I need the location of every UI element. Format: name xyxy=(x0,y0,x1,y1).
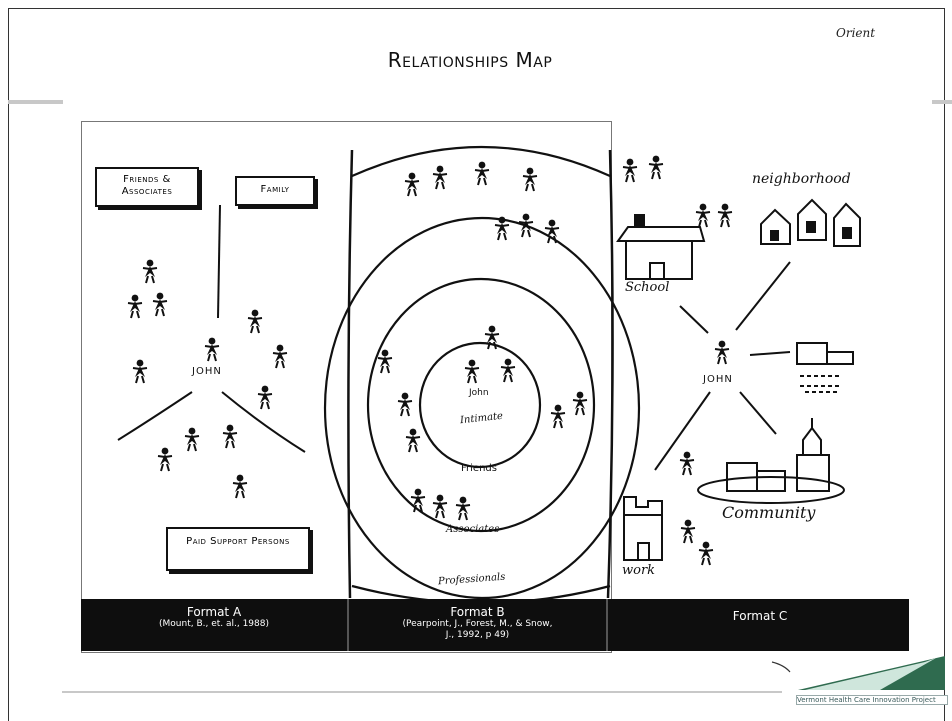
caption-divider-bc xyxy=(606,599,608,651)
format-a-citation: (Mount, B., et. al., 1988) xyxy=(159,619,269,629)
format-c-caption: Format C xyxy=(611,599,909,651)
label-work: work xyxy=(622,563,656,578)
family-label: Family xyxy=(260,184,290,195)
caption-gap-7 xyxy=(610,599,611,651)
label-school: School xyxy=(625,280,670,295)
format-b-caption: Format B (Pearpoint, J., Forest, M., & S… xyxy=(349,599,606,651)
caption-gap-11 xyxy=(608,599,610,651)
format-a-center-label: JOHN xyxy=(192,366,222,377)
label-community: Community xyxy=(722,503,816,522)
friends-associates-box: Friends & Associates xyxy=(95,167,199,207)
caption-divider-ab xyxy=(347,599,349,651)
ring-label-associates: Associates xyxy=(446,524,500,535)
building-right xyxy=(796,342,854,393)
ring-intimate xyxy=(418,341,542,469)
page-title: Relationships Map xyxy=(387,48,553,72)
school-building xyxy=(616,214,706,280)
diagram-panel xyxy=(81,121,612,653)
line-a-left xyxy=(117,391,193,441)
spoke-neighborhood xyxy=(735,261,791,331)
format-b-title: Format B xyxy=(450,605,505,619)
spoke-work xyxy=(654,391,711,471)
neighborhood-houses xyxy=(760,198,861,247)
ring-associates xyxy=(323,216,641,600)
left-divider xyxy=(8,100,63,104)
bottom-rule xyxy=(62,691,782,693)
format-a-title: Format A xyxy=(186,605,242,619)
format-c-center-label: JOHN xyxy=(703,374,733,385)
format-c-title: Format C xyxy=(732,609,788,623)
label-neighborhood: neighborhood xyxy=(752,171,851,187)
right-divider xyxy=(932,100,952,104)
ring-outer-top xyxy=(351,146,611,178)
corner-note: Orient xyxy=(836,26,876,40)
ring-label-friends: Friends xyxy=(461,463,497,474)
work-building xyxy=(623,496,663,561)
spoke-community xyxy=(739,391,777,435)
format-b-citation: (Pearpoint, J., Forest, M., & Snow, J., … xyxy=(402,619,553,640)
spoke-right xyxy=(749,351,791,356)
divider-b-c xyxy=(606,149,614,599)
spoke-school xyxy=(679,305,709,334)
paid-support-box: Paid Support Persons xyxy=(166,527,310,571)
format-a-caption: Format A (Mount, B., et. al., 1988) xyxy=(81,599,347,651)
ring-friends xyxy=(366,277,596,533)
logo-mark-stroke xyxy=(771,661,791,673)
line-a-right xyxy=(221,391,306,453)
logo-text: Vermont Health Care Innovation Project xyxy=(796,695,948,705)
paid-support-label: Paid Support Persons xyxy=(186,536,290,547)
family-box: Family xyxy=(235,176,315,206)
divider-a-b xyxy=(347,149,354,599)
friends-associates-label: Friends & Associates xyxy=(121,174,173,197)
format-b-center-label: John xyxy=(469,388,489,398)
line-family-divider xyxy=(217,204,221,319)
community-buildings xyxy=(697,418,845,504)
logo-swoosh xyxy=(798,656,945,690)
